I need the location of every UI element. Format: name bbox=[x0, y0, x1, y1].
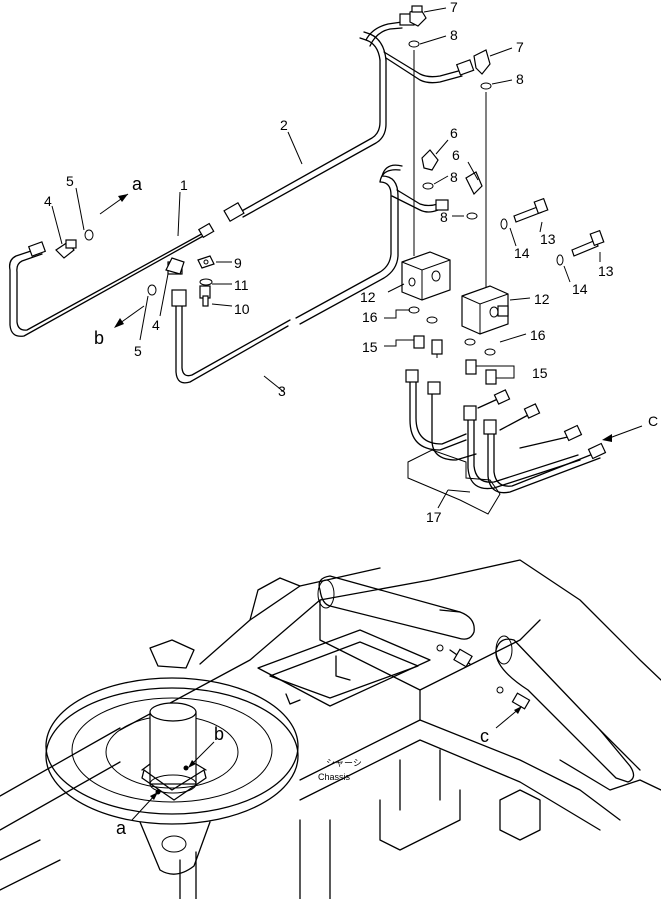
elbow-fitting-4-left bbox=[55, 239, 77, 259]
pipe-1 bbox=[8, 222, 215, 337]
o-ring-8-middle-a bbox=[422, 182, 434, 190]
bolt-13-upper bbox=[513, 197, 549, 223]
callout-4-left: 4 bbox=[44, 193, 52, 209]
o-ring-16-right bbox=[464, 338, 476, 346]
callout-labels: 1 2 3 4 4 5 5 6 6 7 7 8 8 8 8 9 10 11 12… bbox=[44, 0, 614, 525]
elbow-fitting-7-right bbox=[473, 49, 491, 75]
hose-assembly-17 bbox=[405, 369, 607, 515]
callout-15-right: 15 bbox=[532, 365, 548, 381]
o-ring-5-left bbox=[84, 229, 94, 241]
callout-2: 2 bbox=[280, 117, 288, 133]
ref-c-bottom: c bbox=[480, 726, 489, 746]
callout-16-left: 16 bbox=[362, 309, 378, 325]
o-ring-8-middle-b bbox=[466, 212, 478, 220]
o-ring-16-left bbox=[426, 316, 438, 324]
callout-14-upper: 14 bbox=[514, 245, 530, 261]
ref-b-bottom: b bbox=[214, 724, 224, 744]
bolt-10 bbox=[199, 285, 211, 307]
reference-markers-lower: a b c bbox=[116, 706, 522, 838]
elbow-fitting-4-middle bbox=[147, 257, 185, 296]
callout-12-left: 12 bbox=[360, 289, 376, 305]
callout-3: 3 bbox=[278, 383, 286, 399]
chassis-view: a b c シャーシ Chassis bbox=[0, 559, 661, 899]
hydraulic-cylinder-upper bbox=[317, 575, 475, 668]
o-ring-16-left-b bbox=[408, 306, 420, 314]
swivel-joint bbox=[141, 702, 207, 801]
callout-16-right: 16 bbox=[530, 327, 546, 343]
ref-c-top: C bbox=[648, 413, 658, 429]
callout-6-upper: 6 bbox=[450, 125, 458, 141]
reference-markers-upper: a b C bbox=[94, 174, 658, 442]
callout-8-middle-a: 8 bbox=[450, 169, 458, 185]
callout-17: 17 bbox=[426, 509, 442, 525]
elbow-fitting-6-b bbox=[465, 171, 483, 196]
callout-10: 10 bbox=[234, 301, 250, 317]
chassis-label-jp: シャーシ bbox=[326, 758, 362, 768]
o-ring-8-upper bbox=[408, 40, 420, 48]
callout-8-right: 8 bbox=[516, 71, 524, 87]
washer-14-upper bbox=[500, 218, 508, 230]
callout-13-upper: 13 bbox=[540, 231, 556, 247]
callout-5-bottom: 5 bbox=[134, 343, 142, 359]
callout-9: 9 bbox=[234, 255, 242, 271]
valve-block-12-right bbox=[461, 285, 509, 335]
elbow-fitting-7-upper bbox=[409, 5, 427, 27]
o-ring-8-right bbox=[480, 82, 492, 90]
o-ring-16-right-b bbox=[484, 348, 496, 356]
piping-assembly bbox=[8, 5, 607, 515]
hydraulic-cylinder-right bbox=[495, 635, 641, 783]
swivel-ring bbox=[45, 639, 299, 875]
callout-8-upper: 8 bbox=[450, 27, 458, 43]
callout-5-top: 5 bbox=[66, 173, 74, 189]
elbow-fitting-6-a bbox=[421, 149, 439, 171]
callout-12-right: 12 bbox=[534, 291, 550, 307]
callout-4-middle: 4 bbox=[152, 317, 160, 333]
callout-15-left: 15 bbox=[362, 339, 378, 355]
washer-11 bbox=[199, 278, 213, 286]
ref-a-top: a bbox=[132, 174, 143, 194]
adapter-15-right bbox=[465, 359, 497, 385]
callout-8-middle-b: 8 bbox=[440, 209, 448, 225]
adapter-15-left bbox=[413, 335, 443, 358]
pipe-2 bbox=[223, 13, 475, 223]
clamp-9 bbox=[197, 255, 215, 269]
bolt-13-lower bbox=[571, 229, 605, 257]
chassis-label-en: Chassis bbox=[318, 772, 351, 782]
washer-14-lower bbox=[556, 254, 564, 266]
callout-7-upper: 7 bbox=[450, 0, 458, 15]
callout-11: 11 bbox=[234, 277, 249, 293]
valve-block-12-left bbox=[401, 251, 451, 301]
callout-6-lower: 6 bbox=[452, 147, 460, 163]
ref-b-top: b bbox=[94, 328, 104, 348]
callout-7-right: 7 bbox=[516, 39, 524, 55]
callout-13-lower: 13 bbox=[598, 263, 614, 279]
callout-1: 1 bbox=[180, 177, 188, 193]
callout-14-lower: 14 bbox=[572, 281, 588, 297]
ref-a-bottom: a bbox=[116, 818, 127, 838]
